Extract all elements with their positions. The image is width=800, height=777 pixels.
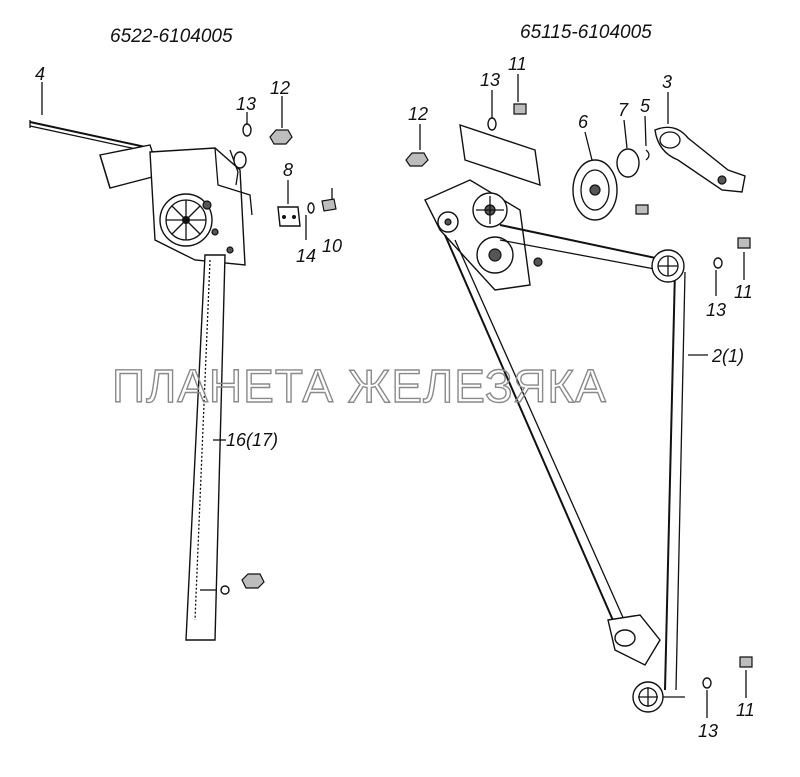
label-part-4: 4 — [35, 64, 45, 84]
electric-regulator-assembly — [29, 120, 265, 641]
lower-pulley — [476, 236, 514, 274]
label-part-11-mid: 11 — [734, 282, 753, 302]
cable-top — [499, 224, 666, 261]
label-part-3: 3 — [662, 72, 672, 92]
washer-13-bot — [702, 677, 712, 689]
label-part-11-top: 11 — [508, 54, 527, 74]
nut-12-left — [269, 129, 293, 145]
mechanism-housing — [424, 179, 531, 291]
label-part-12-left: 12 — [270, 78, 290, 98]
plate-8 — [277, 206, 301, 227]
toothed-rack — [185, 254, 226, 641]
spacer-7 — [616, 148, 640, 178]
bracket-eye — [233, 151, 247, 169]
bottom-pulley — [632, 681, 664, 713]
label-part-13-mid: 13 — [706, 300, 726, 320]
label-part-11-bot: 11 — [736, 700, 755, 720]
washer-13-mid — [713, 257, 723, 269]
screw-handle — [635, 204, 649, 215]
label-part-2-1: 2(1) — [711, 346, 744, 366]
manual-regulator-assembly — [424, 123, 686, 713]
label-part-14: 14 — [296, 246, 316, 266]
drive-shaft — [29, 121, 151, 149]
label-part-10: 10 — [322, 236, 342, 256]
crank-handle-3 — [654, 126, 746, 193]
gear-wheel — [159, 193, 213, 247]
washer-14 — [307, 202, 315, 214]
drive-pulley — [472, 192, 508, 228]
bolt-10 — [321, 198, 337, 212]
bolt-11-mid — [737, 237, 751, 249]
cable-diagonal — [444, 234, 616, 626]
spring-clip-5 — [645, 149, 650, 161]
label-part-6: 6 — [578, 112, 589, 132]
washer-13-left — [242, 123, 252, 137]
nut-rack — [241, 573, 265, 589]
watermark: ПЛАНЕТА ЖЕЛЕЗЯКА — [112, 360, 607, 412]
label-part-7: 7 — [618, 100, 629, 120]
washer-13-top — [487, 117, 497, 131]
guide-rail — [664, 269, 676, 691]
label-part-8: 8 — [283, 160, 293, 180]
label-part-13-left: 13 — [236, 94, 256, 114]
bolt-11-top — [513, 103, 527, 115]
label-part-13-bot: 13 — [698, 721, 718, 741]
label-part-12-right: 12 — [408, 104, 428, 124]
bolt-11-bot — [739, 656, 753, 668]
nut-12-right — [405, 152, 429, 167]
label-part-13-top: 13 — [480, 70, 500, 90]
label-part-16-17: 16(17) — [226, 430, 278, 450]
washer-rack — [220, 585, 230, 595]
top-bracket — [459, 123, 541, 187]
title-left: 6522-6104005 — [110, 26, 233, 47]
title-right: 65115-6104005 — [520, 22, 652, 43]
top-right-pulley — [651, 249, 685, 283]
handle-disc-6 — [572, 159, 618, 221]
label-part-5: 5 — [640, 96, 651, 116]
